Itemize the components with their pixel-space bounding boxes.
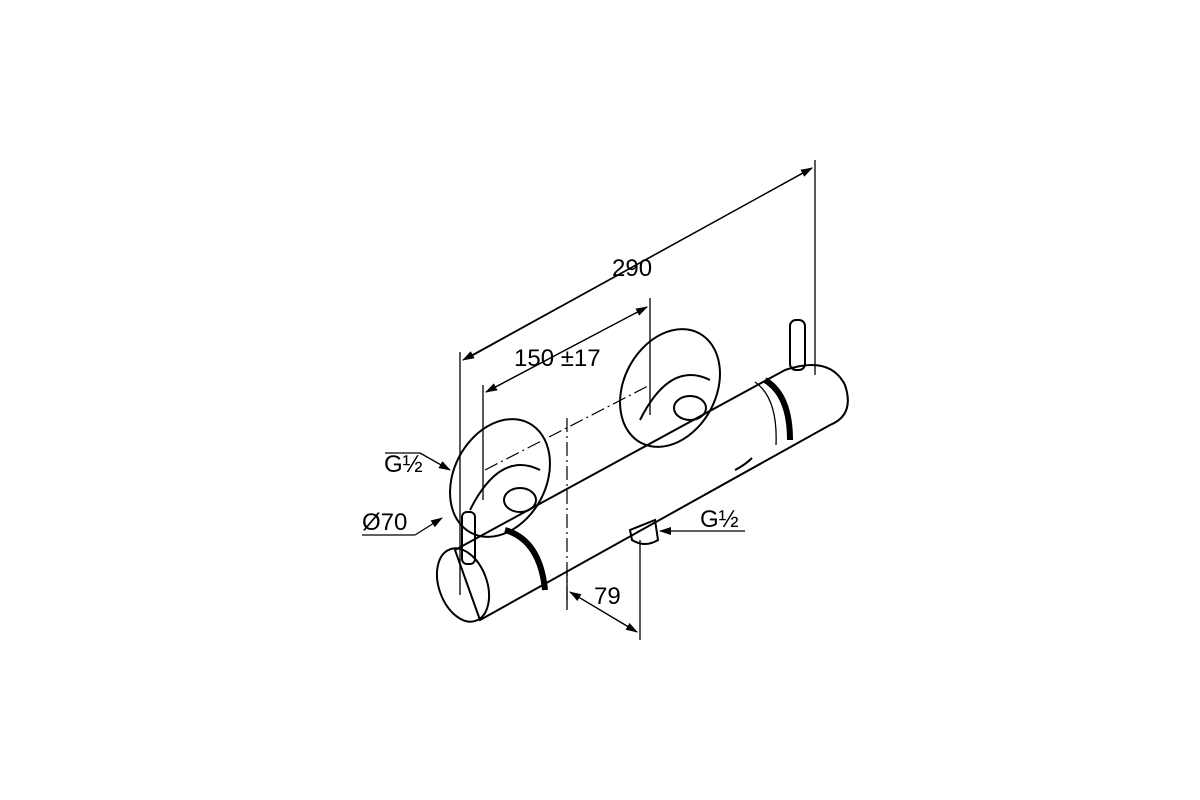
- pin-left: [461, 511, 476, 565]
- outlet-thread-label: G½: [700, 506, 739, 533]
- callout-outlet-thread: G½: [659, 506, 745, 535]
- dimension-label-79: 79: [594, 583, 621, 610]
- centre-line: [484, 384, 651, 471]
- dimension-290: 290: [459, 160, 816, 595]
- left-handle-ring: [504, 527, 548, 591]
- outlet-connector: [628, 518, 660, 545]
- dimension-label-150: 150 ±17: [514, 345, 601, 372]
- callout-inlet-thread: G½: [384, 451, 451, 478]
- inlet-thread-label: G½: [384, 451, 423, 478]
- dimension-79: 79: [566, 540, 641, 640]
- mixer-body: [435, 364, 849, 623]
- callout-flange-diameter: Ø70: [362, 509, 443, 536]
- pin-right: [789, 319, 806, 371]
- right-handle-ring: [763, 377, 793, 441]
- dimension-150: 150 ±17: [482, 298, 651, 500]
- flange-diameter-label: Ø70: [362, 509, 407, 536]
- wall-flange-right: [619, 328, 721, 448]
- wall-flange-left: [449, 418, 551, 538]
- dimension-label-290: 290: [612, 255, 652, 282]
